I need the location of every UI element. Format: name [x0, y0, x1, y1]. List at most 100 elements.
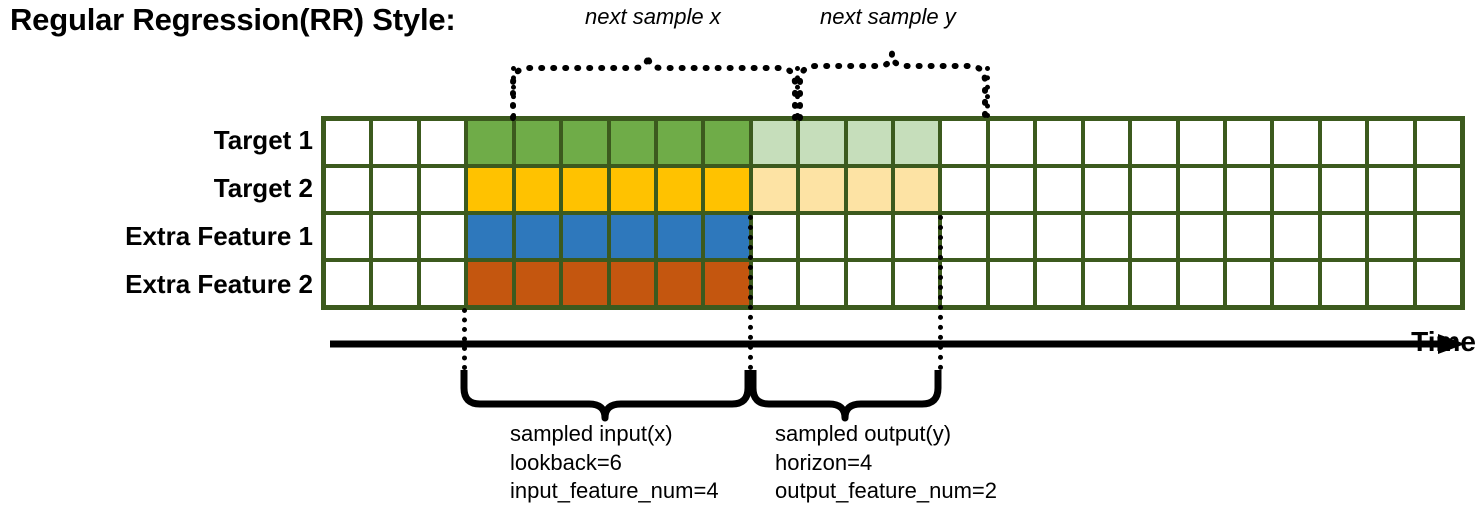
- grid-cell-r1-c15: [989, 121, 1034, 164]
- grid-cell-r1-c14: [942, 121, 986, 164]
- grid-cell-r3-c6: [563, 215, 607, 258]
- grid-cell-r3-c9: [705, 215, 749, 258]
- sampled-output-line-3: output_feature_num=2: [775, 478, 998, 504]
- row-label-extra-feature-1: Extra Feature 1: [125, 221, 313, 251]
- grid-cell-r4-c16: [1037, 262, 1081, 305]
- grid-cell-r2-c11: [800, 168, 844, 211]
- grid-cell-r2-c24: [1416, 168, 1460, 211]
- grid-cell-r1-c7: [610, 121, 654, 164]
- grid-cell-r4-c22: [1321, 262, 1366, 305]
- grid-cell-r4-c23: [1369, 262, 1413, 305]
- grid-cell-r3-c4: [468, 215, 512, 258]
- grid-cell-r3-c5: [515, 215, 560, 258]
- grid-cell-r2-c8: [657, 168, 702, 211]
- grid-cell-r3-c14: [942, 215, 986, 258]
- grid-cell-r1-c1: [326, 121, 370, 164]
- sampled-output-line-1: sampled output(y): [775, 421, 952, 446]
- grid-cell-r1-c19: [1179, 121, 1223, 164]
- grid-cell-r1-c9: [705, 121, 749, 164]
- grid-cell-r2-c10: [752, 168, 797, 211]
- grid-cell-r1-c21: [1274, 121, 1318, 164]
- grid-cell-r2-c14: [942, 168, 986, 211]
- row-label-column: Target 1 Target 2 Extra Feature 1 Extra …: [0, 0, 313, 516]
- grid-cell-r2-c6: [563, 168, 607, 211]
- grid-cell-r4-c4: [468, 262, 512, 305]
- top-brace-caption-next-sample-x: next sample x: [585, 4, 721, 29]
- grid-cell-r2-c5: [515, 168, 560, 211]
- guide-line-input-end-bottom: [748, 215, 753, 370]
- grid-cell-r3-c20: [1226, 215, 1271, 258]
- grid-cell-r1-c6: [563, 121, 607, 164]
- grid-cell-r1-c20: [1226, 121, 1271, 164]
- grid-cell-r3-c2: [373, 215, 417, 258]
- bottom-brace-caption-sampled-input: sampled input(x) lookback=6 input_featur…: [510, 420, 719, 506]
- grid-cell-r3-c12: [847, 215, 891, 258]
- grid-cell-r1-c17: [1084, 121, 1129, 164]
- grid-cell-r2-c20: [1226, 168, 1271, 211]
- grid-cell-r2-c17: [1084, 168, 1129, 211]
- grid-cell-r3-c13: [895, 215, 939, 258]
- grid-cell-r3-c3: [420, 215, 465, 258]
- grid-cell-r2-c19: [1179, 168, 1223, 211]
- grid-cell-r4-c14: [942, 262, 986, 305]
- grid-cell-r4-c7: [610, 262, 654, 305]
- page-title: Regular Regression(RR) Style:: [10, 2, 456, 37]
- grid-cell-r1-c8: [657, 121, 702, 164]
- guide-line-input-start-top: [511, 66, 516, 118]
- grid-cell-r1-c18: [1132, 121, 1176, 164]
- grid-cell-r4-c21: [1274, 262, 1318, 305]
- grid-cell-r1-c24: [1416, 121, 1460, 164]
- grid-cell-r3-c8: [657, 215, 702, 258]
- grid-cell-r4-c20: [1226, 262, 1271, 305]
- row-label-extra-feature-2: Extra Feature 2: [125, 269, 313, 299]
- grid-cell-r2-c4: [468, 168, 512, 211]
- top-brace-caption-next-sample-y: next sample y: [820, 4, 956, 29]
- grid-cell-r2-c3: [420, 168, 465, 211]
- grid-cell-r3-c10: [752, 215, 797, 258]
- grid-cell-r4-c10: [752, 262, 797, 305]
- grid-cell-r4-c2: [373, 262, 417, 305]
- grid-cell-r4-c6: [563, 262, 607, 305]
- grid-cell-r1-c10: [752, 121, 797, 164]
- sampled-input-line-3: input_feature_num=4: [510, 478, 719, 504]
- grid-cell-r4-c19: [1179, 262, 1223, 305]
- grid-cell-r1-c22: [1321, 121, 1366, 164]
- grid-cell-r2-c16: [1037, 168, 1081, 211]
- grid-cell-r1-c5: [515, 121, 560, 164]
- grid-cell-r4-c12: [847, 262, 891, 305]
- sampled-input-line-2: lookback=6: [510, 449, 622, 475]
- grid-cell-r1-c3: [420, 121, 465, 164]
- grid-cell-r2-c13: [895, 168, 939, 211]
- grid-cell-r1-c2: [373, 121, 417, 164]
- row-label-target-1: Target 1: [213, 125, 313, 155]
- grid-cell-r1-c16: [1037, 121, 1081, 164]
- grid-cell-r1-c12: [847, 121, 891, 164]
- grid-cell-r4-c5: [515, 262, 560, 305]
- grid-cell-r3-c17: [1084, 215, 1129, 258]
- sampled-output-line-2: horizon=4: [775, 449, 873, 475]
- grid-cell-r2-c15: [989, 168, 1034, 211]
- grid-cell-r4-c24: [1416, 262, 1460, 305]
- grid-cell-r4-c3: [420, 262, 465, 305]
- grid-cell-r3-c16: [1037, 215, 1081, 258]
- grid-cell-r2-c23: [1369, 168, 1413, 211]
- sampled-input-line-1: sampled input(x): [510, 421, 673, 446]
- grid-cell-r2-c7: [610, 168, 654, 211]
- grid-cell-r4-c8: [657, 262, 702, 305]
- grid-cell-r4-c9: [705, 262, 749, 305]
- grid-cell-r2-c1: [326, 168, 370, 211]
- grid-cell-r4-c1: [326, 262, 370, 305]
- guide-line-input-start-bottom: [462, 308, 467, 370]
- grid-cell-r3-c15: [989, 215, 1034, 258]
- grid-cell-r1-c23: [1369, 121, 1413, 164]
- grid-cell-r3-c21: [1274, 215, 1318, 258]
- grid-cell-r4-c15: [989, 262, 1034, 305]
- grid-cell-r2-c9: [705, 168, 749, 211]
- grid-cell-r2-c21: [1274, 168, 1318, 211]
- grid-cell-r4-c18: [1132, 262, 1176, 305]
- bottom-brace-caption-sampled-output: sampled output(y) horizon=4 output_featu…: [775, 420, 997, 506]
- row-label-target-2: Target 2: [213, 173, 313, 203]
- grid-cell-r2-c2: [373, 168, 417, 211]
- guide-line-output-end-top: [985, 66, 990, 118]
